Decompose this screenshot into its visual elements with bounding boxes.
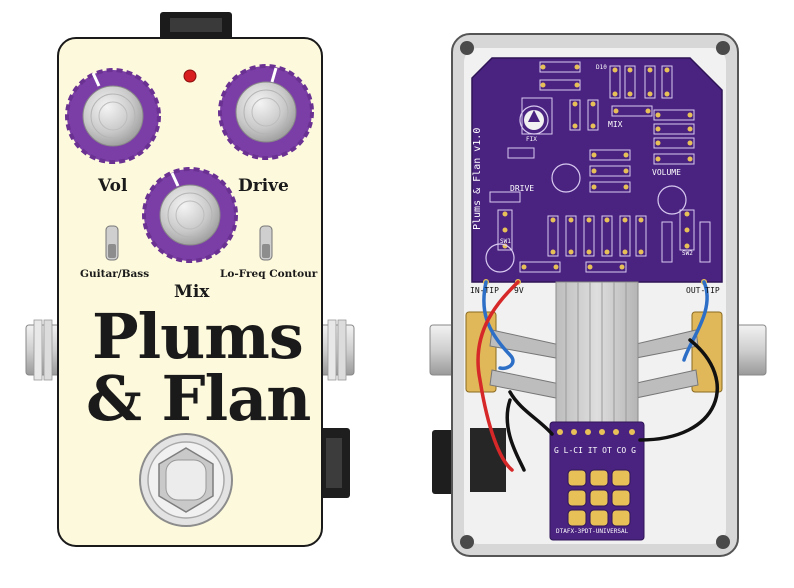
title-line-2: & Flan bbox=[86, 362, 311, 435]
led-icon bbox=[183, 69, 197, 83]
input-jack-icon bbox=[25, 319, 61, 381]
dc-jack-side-icon bbox=[318, 428, 350, 498]
guitar-bass-label: Guitar/Bass bbox=[80, 268, 150, 280]
wiring bbox=[476, 280, 719, 472]
footswitch-pins-label: G L-CI IT OT CO G bbox=[554, 446, 636, 455]
vol-knob-icon[interactable] bbox=[65, 68, 161, 164]
mix-knob-icon[interactable] bbox=[142, 167, 238, 263]
ribbon-connector bbox=[555, 281, 639, 429]
footswitch-board-name: DTAFX-3PDT-UNIVERSAL bbox=[556, 528, 629, 535]
mix-label: Mix bbox=[174, 282, 210, 302]
front-enclosure bbox=[57, 37, 323, 547]
drive-knob-icon[interactable] bbox=[218, 64, 314, 160]
drive-label: Drive bbox=[238, 176, 289, 196]
footswitch-icon[interactable] bbox=[139, 433, 233, 527]
pcb-silkscreen bbox=[489, 61, 711, 273]
volume-pcb-label: VOLUME bbox=[652, 168, 681, 177]
mix-pcb-label: MIX bbox=[608, 120, 623, 129]
nine-volt-label: 9V bbox=[514, 286, 524, 295]
title-line-1: Plums bbox=[92, 300, 304, 373]
vol-label: Vol bbox=[98, 176, 128, 196]
toggle-switch-icon[interactable] bbox=[259, 225, 273, 261]
back-output-jack bbox=[735, 324, 767, 376]
lo-freq-contour-label: Lo-Freq Contour bbox=[220, 268, 318, 280]
sw1-label: SW1 bbox=[500, 238, 511, 245]
drive-pcb-label: DRIVE bbox=[510, 184, 535, 193]
sw2-label: SW2 bbox=[682, 250, 693, 257]
in-tip-label: IN-TIP bbox=[470, 286, 499, 295]
toggle-switch-icon[interactable] bbox=[105, 225, 119, 261]
d10-label: D10 bbox=[596, 64, 607, 71]
output-jack-icon bbox=[319, 319, 355, 381]
board-name: Plums & Flan v1.0 bbox=[472, 127, 483, 230]
dc-jack-icon bbox=[160, 12, 232, 42]
fix-label: FIX bbox=[526, 136, 537, 143]
out-tip-label: OUT-TIP bbox=[686, 286, 720, 295]
